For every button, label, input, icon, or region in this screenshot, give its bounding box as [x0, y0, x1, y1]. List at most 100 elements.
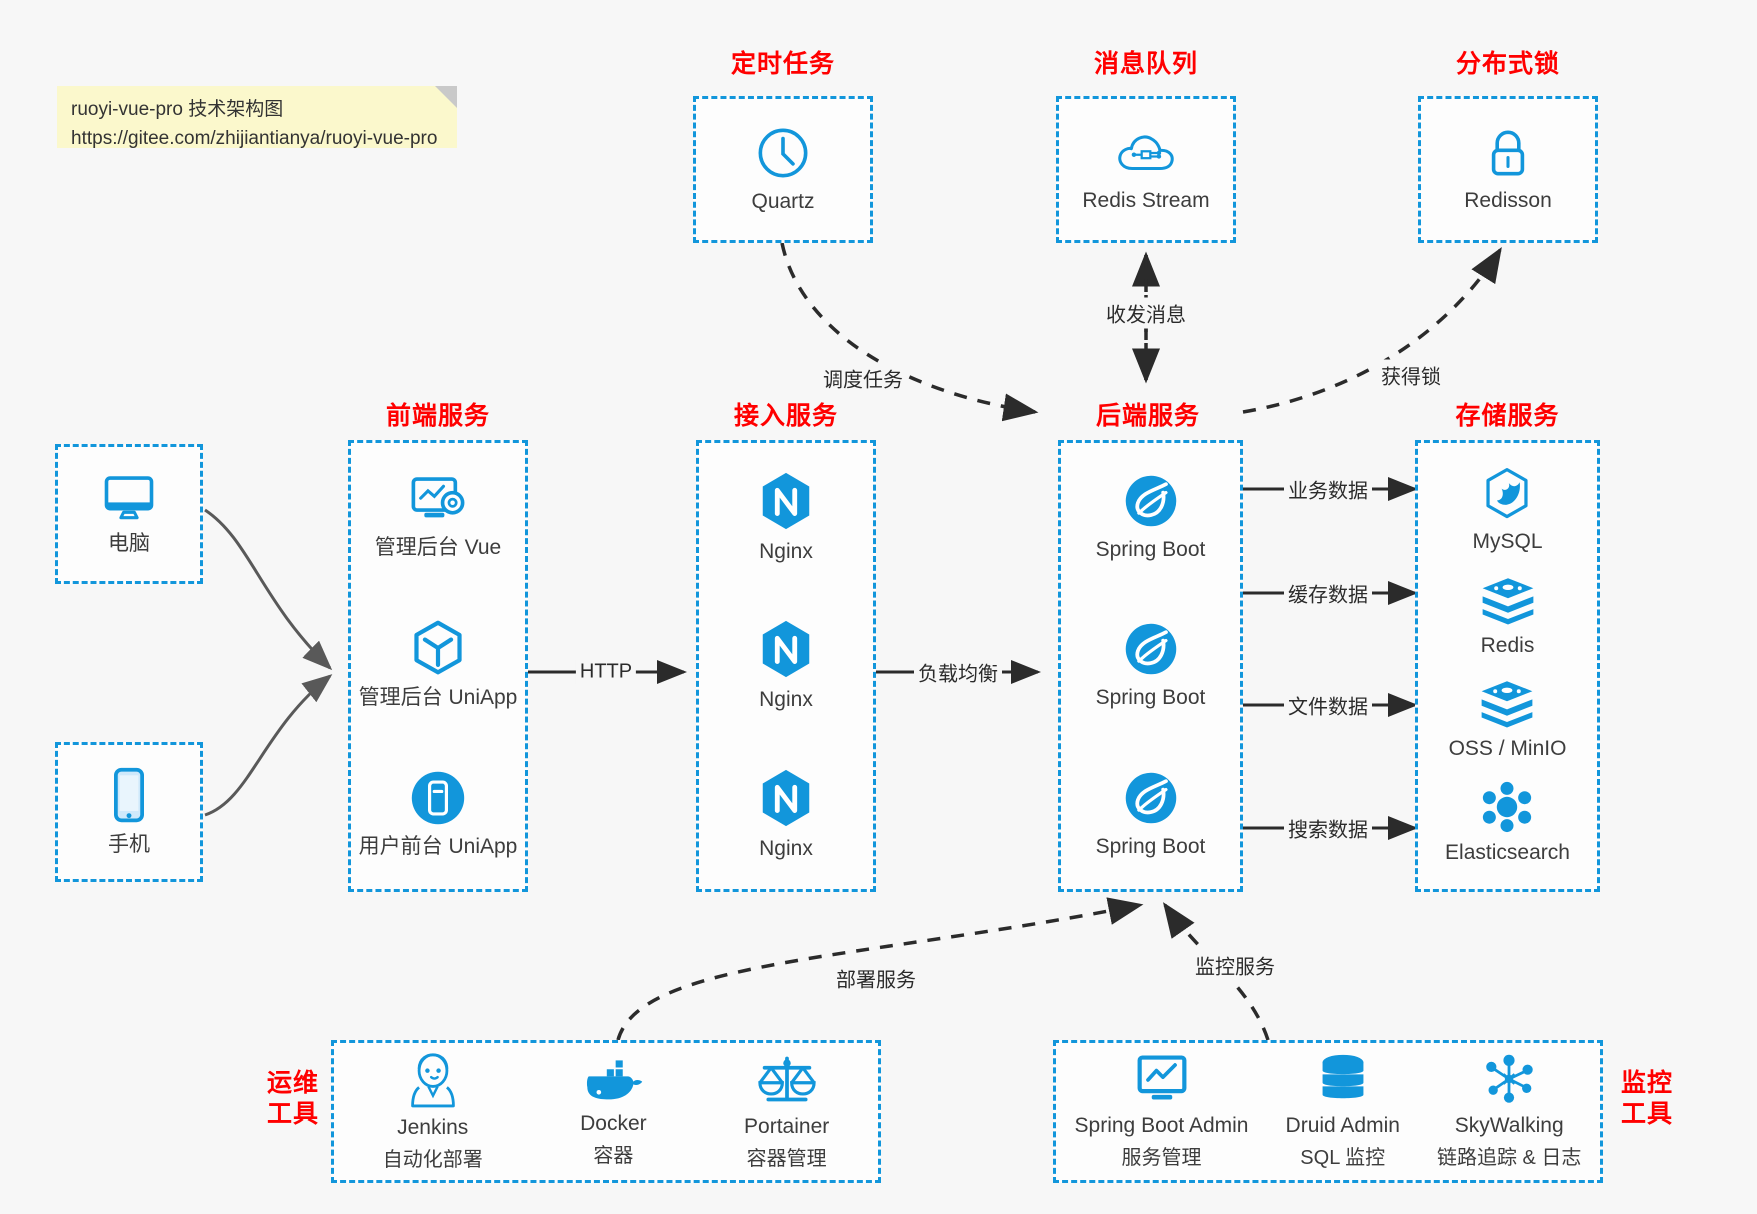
- note-callout: ruoyi-vue-pro 技术架构图 https://gitee.com/zh…: [57, 86, 457, 149]
- node-label: Nginx: [759, 836, 813, 860]
- node-sublabel: 容器管理: [746, 1148, 827, 1171]
- group-title-storage: 存储服务: [1455, 402, 1560, 430]
- spring-boot-icon: [1125, 475, 1176, 526]
- node-jenkins[interactable]: Jenkins 自动化部署: [383, 1050, 483, 1173]
- scales-icon: [758, 1056, 816, 1102]
- spring-boot-icon: [1125, 772, 1176, 824]
- group-box-backend: Spring Boot Spring Boot Spring Boot: [1058, 440, 1243, 892]
- node-redis-stream[interactable]: Redis Stream: [1082, 125, 1210, 214]
- group-title-mq: 消息队列: [1093, 50, 1198, 78]
- node-label: Elasticsearch: [1445, 840, 1570, 864]
- node-nginx-2[interactable]: Nginx: [757, 618, 815, 713]
- group-box-client-pc: 电脑: [55, 444, 203, 584]
- group-box-gateway: Nginx Nginx Nginx: [696, 440, 876, 892]
- node-label: 管理后台 UniApp: [358, 686, 518, 710]
- node-spring-boot-admin[interactable]: Spring Boot Admin 服务管理: [1074, 1052, 1249, 1171]
- node-druid-admin[interactable]: Druid Admin SQL 监控: [1286, 1052, 1400, 1171]
- node-sublabel: SQL 监控: [1300, 1147, 1386, 1170]
- edge-label-mq: 收发消息: [1102, 297, 1190, 329]
- group-title-devops-line2: 工具: [266, 1100, 319, 1129]
- node-label: Quartz: [751, 189, 815, 213]
- node-sublabel: 自动化部署: [382, 1149, 483, 1172]
- skywalking-icon: [1486, 1054, 1533, 1103]
- node-redisson[interactable]: Redisson: [1464, 125, 1552, 214]
- node-label: Nginx: [759, 688, 813, 712]
- node-label: Redis: [1480, 633, 1535, 657]
- edge-label-load-balance: 负载均衡: [914, 656, 1002, 688]
- node-label: Portainer: [744, 1114, 830, 1138]
- group-title-frontend: 前端服务: [385, 402, 490, 430]
- oss-icon: [1482, 681, 1533, 728]
- node-nginx-3[interactable]: Nginx: [757, 767, 815, 862]
- node-mysql[interactable]: MySQL: [1472, 466, 1543, 555]
- group-box-scheduler: Quartz: [693, 96, 873, 243]
- elasticsearch-icon: [1483, 781, 1532, 832]
- smartphone-icon: [114, 768, 144, 823]
- group-box-storage: MySQL Redis OSS / MinIO: [1415, 440, 1600, 892]
- docker-icon: [587, 1060, 643, 1100]
- node-admin-vue[interactable]: 管理后台 Vue: [375, 472, 501, 561]
- lock-icon: [1491, 130, 1525, 176]
- edge-label-monitor-service: 监控服务: [1191, 949, 1279, 981]
- node-user-uniapp[interactable]: 用户前台 UniApp: [358, 769, 518, 860]
- group-title-monitor-line2: 工具: [1620, 1100, 1673, 1129]
- mobile-circle-icon: [411, 771, 465, 825]
- edge-label-http: HTTP: [575, 659, 637, 685]
- node-elasticsearch[interactable]: Elasticsearch: [1445, 781, 1570, 866]
- clock-icon: [758, 128, 808, 178]
- group-box-lock: Redisson: [1418, 96, 1598, 243]
- monitor-chart-icon: [1137, 1055, 1186, 1100]
- node-quartz[interactable]: Quartz: [751, 124, 815, 215]
- node-pc[interactable]: 电脑: [99, 470, 159, 557]
- node-label: Jenkins: [397, 1115, 469, 1139]
- node-label: 用户前台 UniApp: [358, 834, 518, 858]
- group-title-monitor-line1: 监控: [1620, 1069, 1673, 1097]
- node-label: Spring Boot Admin: [1074, 1113, 1249, 1137]
- node-label: 手机: [108, 833, 150, 857]
- node-sublabel: 链路追踪 & 日志: [1436, 1147, 1582, 1170]
- group-title-devops-line1: 运维: [266, 1069, 319, 1097]
- edge-label-biz-data: 业务数据: [1284, 473, 1372, 505]
- edge-label-search-data: 搜索数据: [1284, 812, 1372, 844]
- node-portainer[interactable]: Portainer 容器管理: [744, 1051, 829, 1172]
- node-docker[interactable]: Docker 容器: [580, 1054, 647, 1169]
- node-sublabel: 容器: [593, 1145, 634, 1168]
- group-box-devops: Jenkins 自动化部署 Docker 容器: [331, 1040, 881, 1183]
- node-label: Redis Stream: [1082, 188, 1210, 212]
- group-title-monitor: 监控 工具: [1612, 1068, 1682, 1131]
- dashboard-gear-icon: [411, 476, 465, 517]
- node-label: Docker: [580, 1111, 647, 1135]
- monitor-icon: [104, 476, 154, 520]
- node-springboot-3[interactable]: Spring Boot: [1095, 769, 1206, 860]
- edge-label-schedule: 调度任务: [819, 362, 907, 394]
- node-oss[interactable]: OSS / MinIO: [1449, 677, 1566, 762]
- nginx-icon: [762, 769, 810, 827]
- node-nginx-1[interactable]: Nginx: [757, 470, 815, 565]
- node-label: 管理后台 Vue: [374, 535, 502, 559]
- redis-icon: [1482, 577, 1533, 625]
- node-label: Spring Boot: [1095, 537, 1206, 561]
- node-springboot-2[interactable]: Spring Boot: [1095, 620, 1206, 711]
- node-skywalking[interactable]: SkyWalking 链路追踪 & 日志: [1437, 1052, 1581, 1171]
- node-redis[interactable]: Redis: [1479, 574, 1537, 659]
- group-title-gateway: 接入服务: [733, 402, 838, 430]
- group-title-scheduler: 定时任务: [730, 50, 835, 78]
- group-title-backend: 后端服务: [1095, 402, 1200, 430]
- node-label: MySQL: [1472, 530, 1543, 554]
- node-springboot-1[interactable]: Spring Boot: [1095, 472, 1206, 563]
- node-admin-uniapp[interactable]: 管理后台 UniApp: [358, 618, 518, 711]
- node-label: Spring Boot: [1095, 686, 1206, 710]
- mysql-icon: [1486, 468, 1529, 519]
- node-mobile[interactable]: 手机: [107, 765, 151, 858]
- note-line-2: https://gitee.com/zhijiantianya/ruoyi-vu…: [71, 127, 438, 149]
- jenkins-icon: [410, 1053, 455, 1108]
- node-label: Nginx: [759, 539, 813, 563]
- group-title-devops: 运维 工具: [258, 1068, 328, 1131]
- group-title-lock: 分布式锁: [1455, 50, 1560, 78]
- node-label: Spring Boot: [1095, 834, 1206, 858]
- node-label: SkyWalking: [1454, 1113, 1564, 1137]
- node-label: 电脑: [108, 532, 150, 556]
- node-label: Redisson: [1464, 188, 1552, 212]
- group-box-monitor: Spring Boot Admin 服务管理 Druid Admin SQL 监…: [1053, 1040, 1603, 1183]
